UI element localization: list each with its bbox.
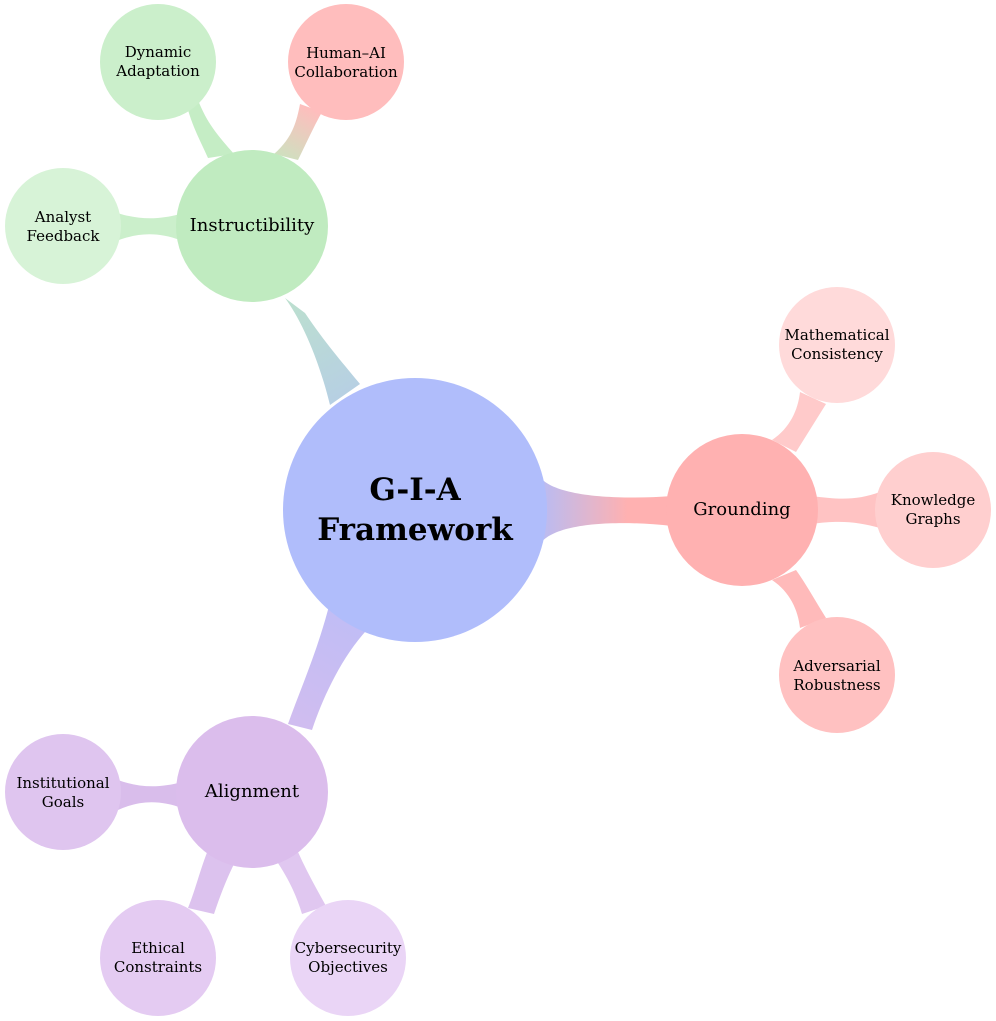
- leaf-node-human-ai-collaboration: [288, 4, 404, 120]
- leaf-node-cybersecurity-objectives: [290, 900, 406, 1016]
- branch-node-instructibility: [176, 150, 328, 302]
- connector-alignment-cybersecurity-objectives: [276, 852, 326, 914]
- leaf-node-analyst-feedback: [5, 168, 121, 284]
- leaf-node-mathematical-consistency: [779, 287, 895, 403]
- leaf-node-institutional-goals: [5, 734, 121, 850]
- connector-root-instructibility: [285, 298, 360, 405]
- root-node: [283, 378, 547, 642]
- connector-grounding-knowledge-graphs: [812, 492, 880, 528]
- connector-instructibility-analyst-feedback: [114, 212, 180, 242]
- leaf-node-adversarial-robustness: [779, 617, 895, 733]
- connector-grounding-mathematical-consistency: [772, 392, 826, 452]
- connector-instructibility-dynamic-adaptation: [188, 100, 234, 158]
- branch-node-grounding: [666, 434, 818, 586]
- nodes-layer: [5, 4, 991, 1016]
- connectors-layer: [114, 100, 880, 914]
- connector-root-grounding: [540, 477, 672, 544]
- connector-alignment-institutional-goals: [118, 780, 182, 810]
- connector-root-alignment: [288, 602, 365, 730]
- connector-grounding-adversarial-robustness: [772, 570, 826, 628]
- leaf-node-knowledge-graphs: [875, 452, 991, 568]
- leaf-node-ethical-constraints: [100, 900, 216, 1016]
- branch-node-alignment: [176, 716, 328, 868]
- connector-alignment-ethical-constraints: [188, 850, 236, 914]
- connector-instructibility-human-ai-collaboration: [274, 104, 322, 160]
- leaf-node-dynamic-adaptation: [100, 4, 216, 120]
